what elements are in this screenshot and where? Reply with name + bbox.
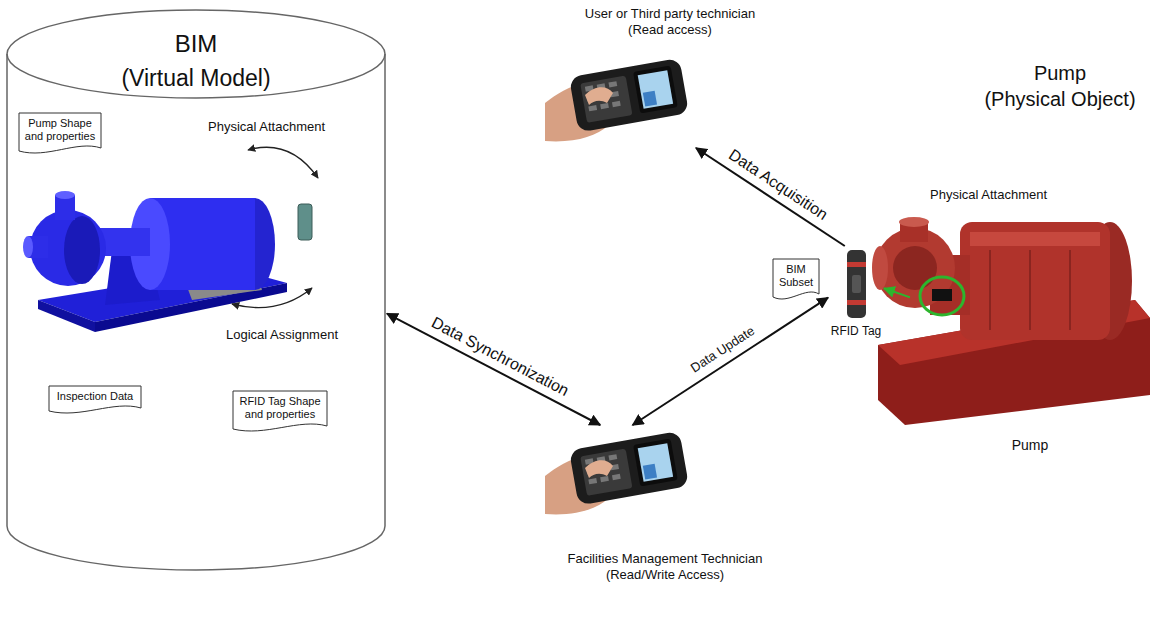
annotation-label: Physical Attachment — [208, 120, 325, 135]
text-group: Inspection Data — [48, 385, 142, 416]
text-group: User or Third party technician(Read acce… — [540, 6, 800, 39]
pump-photo — [872, 217, 1150, 425]
rfid-tag-photo — [847, 250, 866, 318]
virtual-rfid-tag — [298, 204, 312, 240]
node-title: Pump — [910, 437, 1150, 455]
document-shape: Pump Shape and properties — [18, 112, 102, 157]
bim-pump-model — [55, 191, 75, 199]
technician-device: User or Third party technician(Read acce… — [540, 2, 800, 148]
bim-pump-model — [38, 300, 95, 332]
connector-arrow — [696, 148, 845, 246]
node-title: User or Third party technician — [540, 6, 800, 22]
annotation-label: (Physical Object) — [984, 88, 1135, 111]
connector-arrow — [387, 314, 600, 425]
pump-photo — [893, 246, 937, 290]
bim-pump-model — [64, 216, 100, 284]
node-title: BIM Subset — [775, 263, 817, 289]
text-group: Facilities Management Technician(Read/Wr… — [530, 551, 800, 584]
connector-label: Data Synchronization — [427, 313, 574, 402]
rfid-tag-photo — [847, 262, 866, 267]
pump-photo — [872, 246, 888, 290]
document-outline — [773, 259, 819, 299]
technician-device: Facilities Management Technician(Read/Wr… — [530, 425, 800, 585]
handheld-reader — [545, 431, 689, 515]
pump-photo — [920, 277, 964, 315]
text-group: BIM Subset — [772, 258, 820, 302]
annotation-label: Pump — [1034, 62, 1086, 85]
rfid-tag-photo — [847, 300, 866, 305]
curved-arrow — [232, 288, 312, 308]
bim-pump-model — [23, 191, 287, 332]
document-shape: BIM Subset — [772, 258, 820, 303]
cylinder-outline — [5, 8, 387, 574]
pump-photo — [970, 232, 1100, 246]
pump-object: Pump — [910, 212, 1150, 456]
pump-photo — [989, 250, 991, 330]
text-group: Pump — [910, 437, 1150, 455]
document-shape: Inspection Data — [48, 385, 142, 417]
pump-photo — [1029, 250, 1031, 330]
bim-pump-model — [23, 236, 33, 258]
pump-photo — [1069, 250, 1071, 330]
handheld-reader — [545, 58, 689, 142]
node-subtitle: (Read access) — [540, 22, 800, 38]
node-subtitle: (Read/Write Access) — [530, 567, 800, 583]
node-subtitle: (Virtual Model) — [5, 65, 387, 93]
curved-arrow — [248, 147, 318, 178]
document-outline — [233, 391, 327, 431]
text-group: RFID Tag Shape and properties — [232, 390, 328, 434]
connector-arrow — [884, 288, 910, 297]
text-group: Pump Shape and properties — [18, 112, 102, 156]
document-shape: RFID Tag Shape and properties — [232, 390, 328, 435]
text-group: BIM (Virtual Model) — [5, 30, 387, 92]
annotation-label: Logical Assignment — [226, 328, 338, 343]
bim-cylinder: BIM (Virtual Model) Pump Shape and propert… — [5, 8, 387, 574]
text-group: RFID Tag — [828, 324, 884, 339]
node-title: RFID Tag Shape and properties — [235, 395, 325, 421]
rfid-tag: RFID Tag — [828, 246, 884, 340]
pump-photo — [932, 289, 952, 301]
document-outline — [19, 113, 101, 153]
document-outline — [49, 386, 141, 413]
node-title: Facilities Management Technician — [530, 551, 800, 567]
connector-label: Data Acquisition — [723, 145, 832, 226]
node-title: RFID Tag — [828, 324, 884, 339]
node-title: BIM — [5, 30, 387, 59]
cylinder-body — [7, 54, 385, 570]
node-title: Inspection Data — [51, 390, 139, 403]
node-title: Pump Shape and properties — [21, 117, 99, 143]
connector-arrow — [633, 298, 828, 425]
rfid-tag-photo — [847, 250, 866, 318]
annotation-label: Physical Attachment — [930, 188, 1047, 203]
virtual-rfid-tag — [298, 204, 312, 240]
pump-photo — [899, 217, 929, 227]
pump-photo — [960, 222, 1110, 340]
rfid-tag-photo — [852, 275, 861, 293]
